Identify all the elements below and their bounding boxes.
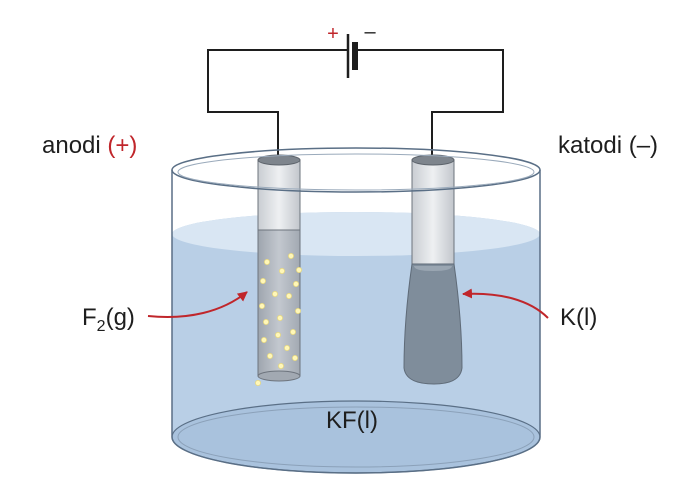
gas-bubble xyxy=(277,315,283,321)
gas-bubble xyxy=(264,259,270,265)
gas-bubble xyxy=(263,319,269,325)
anode-wire xyxy=(207,49,348,160)
cathode-label: katodi (–) xyxy=(558,132,658,159)
electrolyte-label: KF(l) xyxy=(326,407,378,434)
metal-arrow xyxy=(462,288,549,319)
anode-label: anodi (+) xyxy=(42,132,137,159)
gas-bubble xyxy=(260,278,266,284)
gas-bubble xyxy=(288,253,294,259)
fluorine-gas-bubbles xyxy=(255,253,302,386)
cathode-electrode xyxy=(403,154,463,385)
gas-bubble xyxy=(295,308,301,314)
gas-bubble xyxy=(275,332,281,338)
gas-bubble xyxy=(272,291,278,297)
battery-plus-sign: + xyxy=(327,23,339,45)
gas-bubble xyxy=(292,355,298,361)
battery-icon xyxy=(346,34,358,78)
liquid-surface xyxy=(172,212,540,256)
gas-bubble xyxy=(293,281,299,287)
liquid-potassium-deposit xyxy=(403,263,463,385)
gas-bubble xyxy=(278,363,284,369)
beaker-walls xyxy=(171,170,541,437)
gas-label: F2(g) xyxy=(82,304,135,335)
beaker-rim xyxy=(171,147,541,193)
anode-electrode xyxy=(257,154,301,382)
battery-minus-sign: – xyxy=(364,21,376,43)
gas-arrow xyxy=(147,291,248,318)
gas-bubble xyxy=(255,380,261,386)
metal-label: K(l) xyxy=(560,304,597,331)
cathode-wire xyxy=(355,49,504,160)
gas-bubble xyxy=(286,293,292,299)
gas-bubble xyxy=(267,353,273,359)
gas-bubble xyxy=(279,268,285,274)
gas-bubble xyxy=(296,267,302,273)
gas-bubble xyxy=(290,329,296,335)
gas-bubble xyxy=(261,337,267,343)
gas-bubble xyxy=(284,345,290,351)
gas-bubble xyxy=(259,303,265,309)
